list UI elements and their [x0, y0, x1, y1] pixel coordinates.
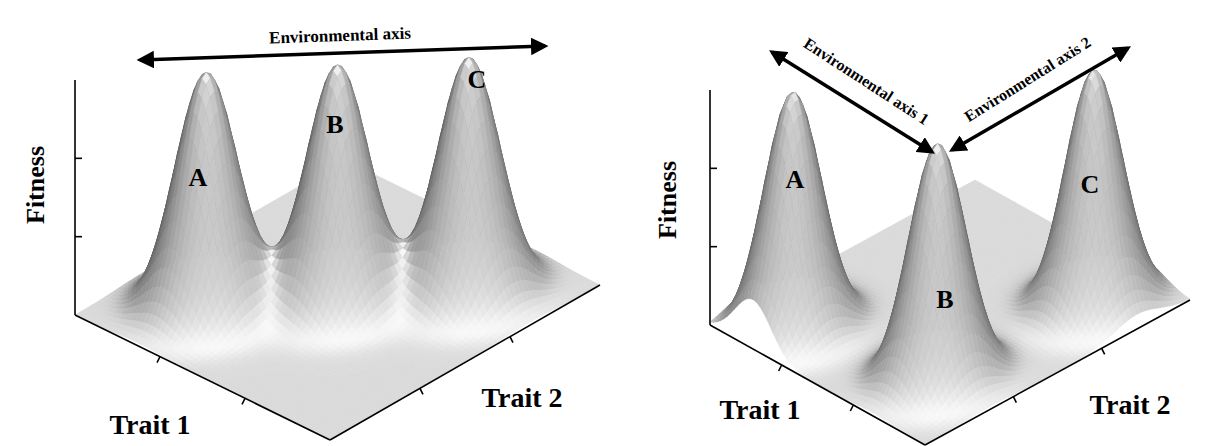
figure: Environmental axisABCFitnessTrait 1Trait… — [0, 0, 1214, 446]
